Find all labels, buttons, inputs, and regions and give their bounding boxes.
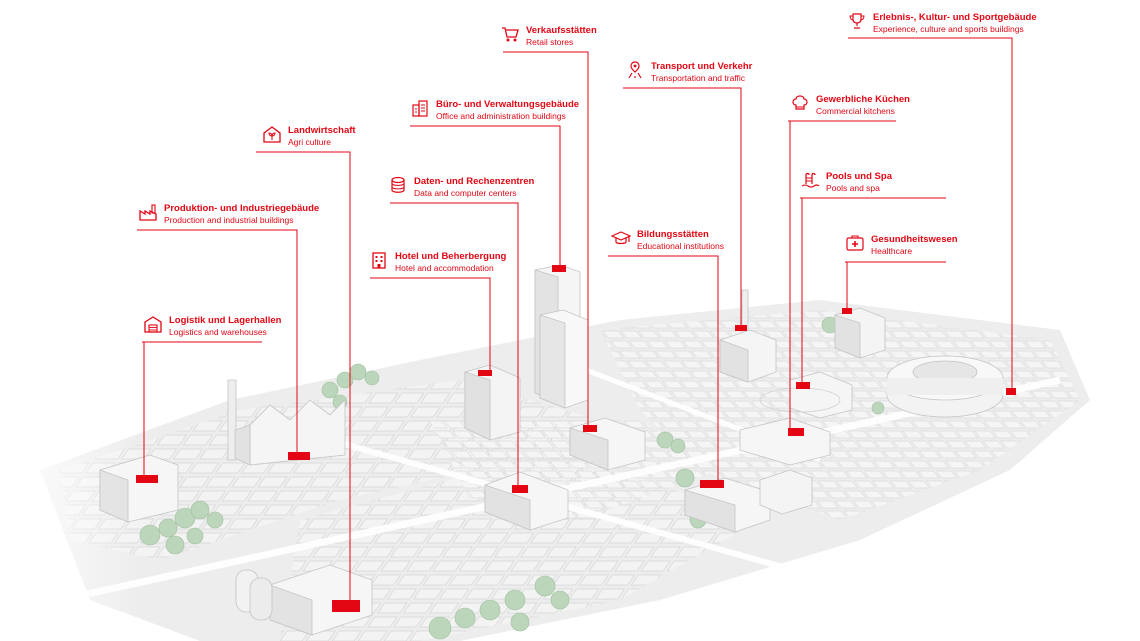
- map-pin-road-icon: [625, 60, 645, 80]
- label-title: Hotel und Beherbergung: [395, 251, 507, 262]
- factory-icon: [138, 202, 158, 222]
- trees: [139, 316, 885, 640]
- label-healthcare: Gesundheitswesen Healthcare: [846, 234, 958, 257]
- pool-ladder-icon: [800, 170, 820, 190]
- database-icon: [388, 175, 408, 195]
- label-subtitle: Experience, culture and sports buildings: [873, 23, 1024, 34]
- label-title: Bildungsstätten: [637, 229, 709, 240]
- label-title: Gesundheitswesen: [871, 234, 958, 245]
- label-title: Büro- und Verwaltungsgebäude: [436, 99, 580, 110]
- label-title: Landwirtschaft: [288, 125, 356, 136]
- label-title: Transport und Verkehr: [651, 61, 753, 72]
- label-subtitle: Educational institutions: [637, 240, 724, 251]
- barn-plant-icon: [262, 124, 282, 144]
- label-title: Logistik und Lagerhallen: [169, 315, 282, 326]
- warehouse-icon: [143, 314, 163, 334]
- leader-lines: [137, 37, 1013, 600]
- label-subtitle: Transportation and traffic: [651, 72, 746, 83]
- label-transport: Transport und Verkehr Transportation and…: [628, 61, 753, 84]
- office-building-icon: [410, 98, 430, 118]
- label-title: Daten- und Rechenzentren: [414, 176, 535, 187]
- label-subtitle: Pools and spa: [826, 182, 880, 193]
- label-subtitle: Hotel and accommodation: [395, 262, 494, 273]
- trophy-icon: [847, 11, 867, 31]
- label-logistics: Logistik und Lagerhallen Logistics and w…: [144, 315, 282, 338]
- label-title: Produktion- und Industriegebäude: [164, 203, 320, 214]
- hotel-icon: [369, 250, 389, 270]
- label-education: Bildungsstätten Educational institutions: [610, 229, 724, 252]
- label-title: Verkaufsstätten: [526, 25, 597, 36]
- label-agriculture: Landwirtschaft Agri culture: [263, 125, 356, 148]
- graduation-cap-icon: [610, 228, 632, 248]
- label-pools: Pools und Spa Pools and spa: [801, 171, 892, 194]
- label-subtitle: Data and computer centers: [414, 187, 517, 198]
- label-title: Pools und Spa: [826, 171, 892, 182]
- medical-kit-icon: [845, 233, 865, 253]
- chef-hat-icon: [790, 93, 810, 113]
- highlight-markers: [136, 265, 1016, 612]
- label-production: Produktion- und Industriegebäude Product…: [139, 203, 320, 226]
- buildings: [99, 264, 1004, 636]
- label-title: Erlebnis-, Kultur- und Sportgebäude: [873, 12, 1037, 23]
- label-subtitle: Logistics and warehouses: [169, 326, 267, 337]
- label-subtitle: Commercial kitchens: [816, 105, 895, 116]
- label-office: Büro- und Verwaltungsgebäude Office and …: [412, 99, 580, 122]
- label-subtitle: Retail stores: [526, 36, 574, 47]
- label-subtitle: Production and industrial buildings: [164, 214, 294, 225]
- label-hotel: Hotel und Beherbergung Hotel and accommo…: [372, 251, 507, 274]
- road: [329, 437, 901, 603]
- shopping-cart-icon: [500, 24, 520, 44]
- label-kitchen: Gewerbliche Küchen Commercial kitchens: [792, 94, 910, 117]
- label-subtitle: Office and administration buildings: [436, 110, 566, 121]
- label-subtitle: Healthcare: [871, 245, 913, 256]
- label-retail: Verkaufsstätten Retail stores: [502, 25, 597, 48]
- label-title: Gewerbliche Küchen: [816, 94, 910, 105]
- label-datacenter: Daten- und Rechenzentren Data and comput…: [391, 176, 535, 199]
- label-events: Erlebnis-, Kultur- und Sportgebäude Expe…: [849, 12, 1037, 35]
- label-subtitle: Agri culture: [288, 136, 331, 147]
